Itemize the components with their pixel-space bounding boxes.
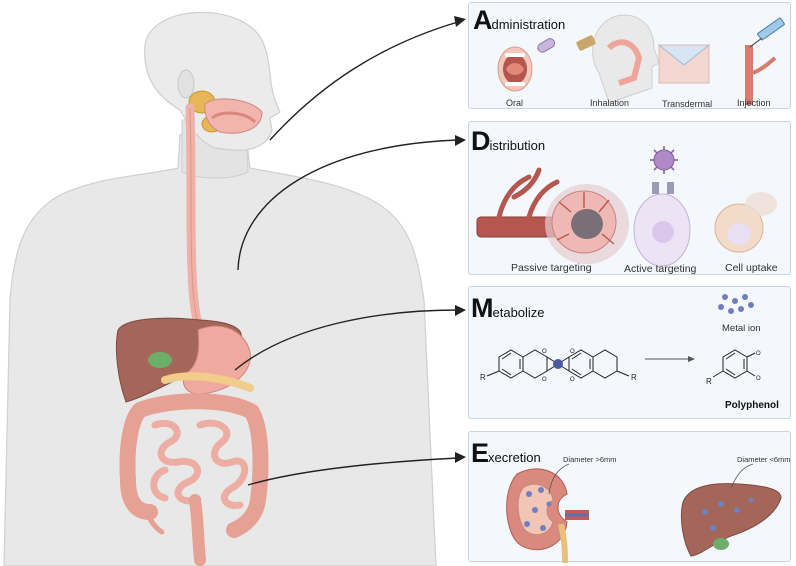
polyphenol-structure <box>712 349 756 379</box>
svg-text:O: O <box>542 377 547 383</box>
human-body-illustration <box>3 11 466 566</box>
r-group-product: R <box>706 377 712 386</box>
administration-icons <box>497 14 785 105</box>
oral-cavity <box>204 98 263 134</box>
administration-title: Administration <box>473 5 566 35</box>
r-group-right: R <box>631 373 637 382</box>
pancreas <box>161 372 254 392</box>
small-intestine <box>150 419 249 509</box>
metabolize-panel: Metabolize R R O O O O <box>468 286 791 419</box>
svg-text:O: O <box>570 377 575 383</box>
svg-text:O: O <box>542 349 547 355</box>
tumor-icon <box>545 184 629 264</box>
r-group-left: R <box>480 373 486 382</box>
svg-text:O: O <box>756 376 761 382</box>
kidney-icon <box>506 468 589 563</box>
metabolize-chemistry: R R O O O O R O O <box>480 294 761 386</box>
excretion-illustration <box>506 463 782 563</box>
cell-icon <box>633 146 691 267</box>
rectum <box>189 494 206 566</box>
svg-text:O: O <box>756 351 761 357</box>
patch-icon <box>657 44 711 84</box>
route-label-oral: Oral <box>506 98 524 108</box>
liver-icon <box>680 483 782 557</box>
arrow-distribution <box>237 139 459 271</box>
route-label-transdermal: Transdermal <box>662 99 713 109</box>
route-label-injection: Injection <box>737 98 771 108</box>
capsule-icon <box>537 38 556 53</box>
mouth-icon <box>497 46 533 92</box>
liver-note-pointer <box>730 463 754 489</box>
route-label-inhalation: Inhalation <box>590 98 630 108</box>
mode-label-passive: Passive targeting <box>511 262 592 274</box>
liver-diameter-note: Diameter <6mm <box>737 455 791 464</box>
distribution-illustration <box>476 146 777 267</box>
distribution-title: Distribution <box>471 126 546 156</box>
polyphenol-label: Polyphenol <box>725 400 779 411</box>
gallbladder <box>148 352 172 368</box>
excretion-title: Execretion <box>471 438 541 468</box>
mode-label-active: Active targeting <box>624 263 697 275</box>
arrow-excretion <box>247 457 459 486</box>
arrow-administration <box>269 21 459 141</box>
mode-label-cell-uptake: Cell uptake <box>725 262 778 274</box>
syringe-icon <box>745 17 785 105</box>
inhaler-icon <box>576 14 660 104</box>
arrow-metabolize <box>234 309 459 371</box>
metal-ion-label: Metal ion <box>722 323 761 334</box>
metal-ion-icon <box>718 294 754 314</box>
ear <box>177 69 195 99</box>
distribution-panel: Distribution <box>468 121 791 275</box>
large-intestine <box>119 393 269 538</box>
svg-text:O: O <box>570 349 575 355</box>
cell-uptake-icon <box>714 192 777 253</box>
metal-center <box>553 359 563 369</box>
administration-panel: Administration <box>468 2 791 109</box>
excretion-panel: Execretion <box>468 431 791 563</box>
kidney-diameter-note: Diameter >6mm <box>563 455 617 464</box>
kidney-note-pointer <box>548 463 570 495</box>
metabolize-title: Metabolize <box>471 293 545 323</box>
